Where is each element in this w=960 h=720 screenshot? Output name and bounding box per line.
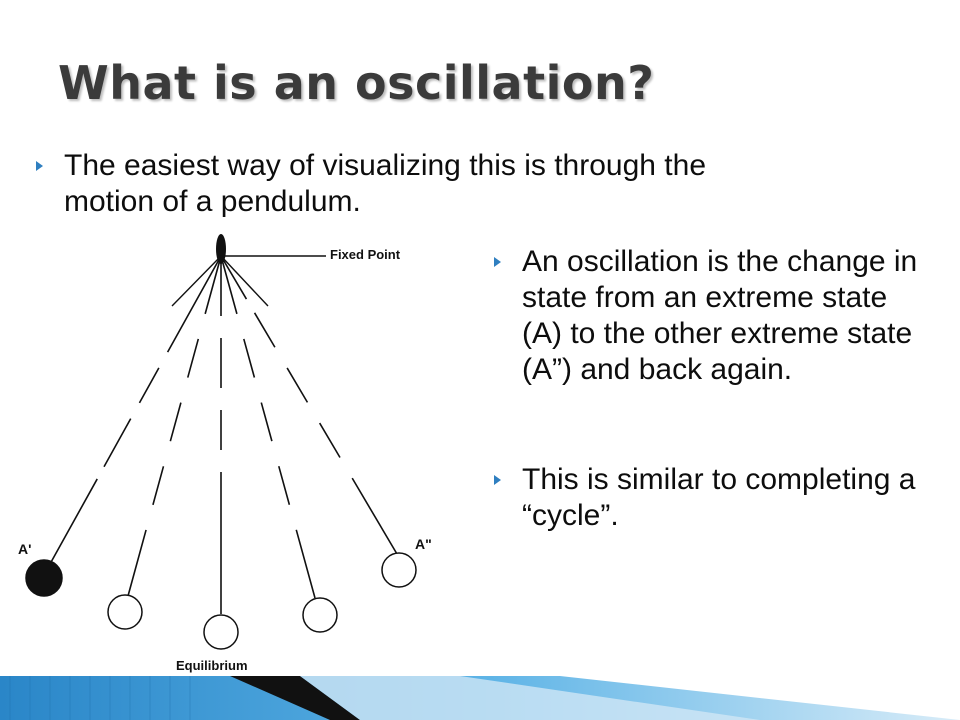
footer-light-wedge (300, 676, 760, 720)
pendulum-bob-left-extreme (25, 559, 63, 597)
footer-dark-wedge (230, 676, 360, 720)
pendulum-string-fan (171, 255, 222, 307)
bullet-definition-text: An oscillation is the change in state fr… (522, 245, 918, 386)
left-extreme-label: A' (18, 541, 31, 557)
pendulum-string-right-mid (220, 255, 316, 599)
pivot-point (216, 234, 226, 264)
bullet-intro: The easiest way of visualizing this is t… (36, 148, 796, 220)
bullet-arrow-icon (494, 257, 501, 267)
bullet-definition: An oscillation is the change in state fr… (494, 244, 934, 388)
bullet-cycle: This is similar to completing a “cycle”. (494, 462, 934, 534)
footer-decoration (0, 676, 960, 720)
slide-title: What is an oscillation? (58, 56, 655, 110)
right-extreme-label: A" (415, 536, 432, 552)
bullet-arrow-icon (494, 475, 501, 485)
pendulum-diagram: Fixed Point A' A" Equilibrium (18, 234, 432, 673)
bullet-cycle-text: This is similar to completing a “cycle”. (522, 463, 916, 532)
pendulum-string-left-mid (127, 255, 222, 597)
pendulum-string-left-extreme (49, 255, 222, 565)
bullet-intro-text: The easiest way of visualizing this is t… (64, 149, 706, 218)
pendulum-bob-equilibrium (203, 614, 239, 650)
pendulum-bob-right-extreme (381, 552, 417, 588)
footer-stripes (9, 676, 191, 720)
bullet-arrow-icon (36, 161, 43, 171)
pendulum-bob-left-mid (107, 594, 143, 630)
fixed-point-label: Fixed Point (330, 247, 401, 262)
equilibrium-label: Equilibrium (176, 658, 248, 673)
pendulum-string-fan (220, 255, 269, 307)
pendulum-string-right-extreme (220, 255, 398, 555)
pendulum-bob-right-mid (302, 597, 338, 633)
